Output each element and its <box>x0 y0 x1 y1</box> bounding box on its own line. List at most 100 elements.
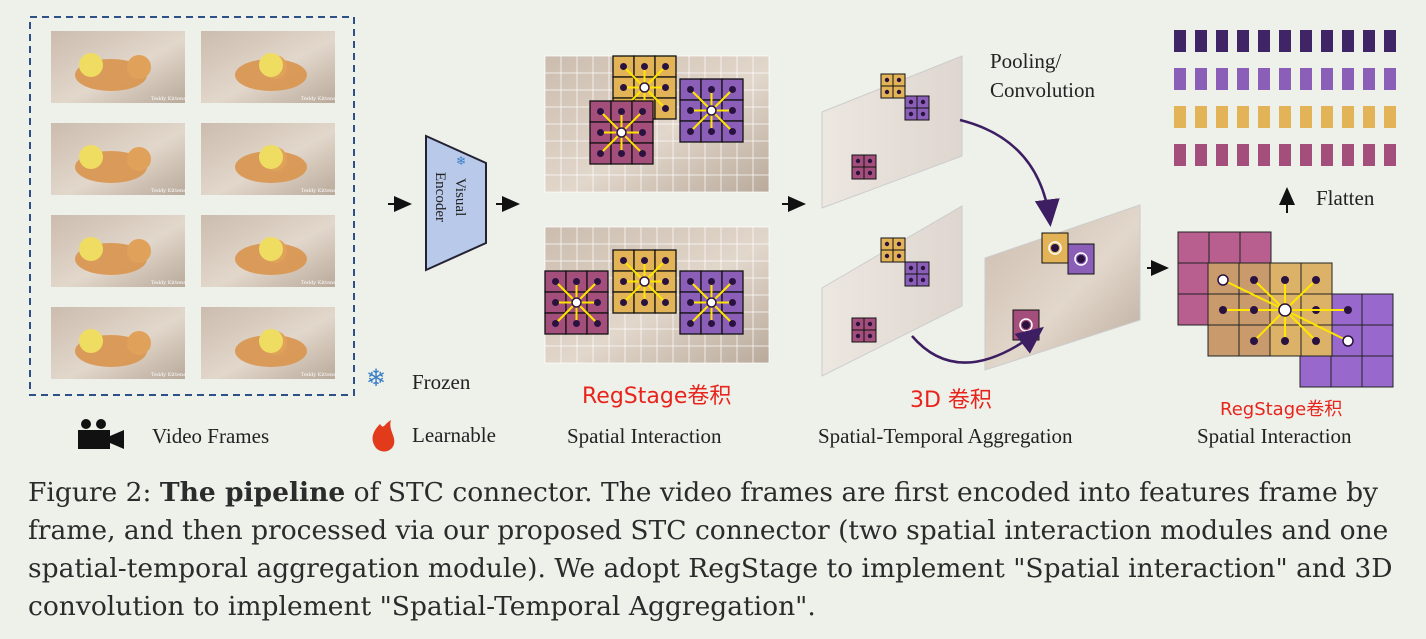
token-bar <box>1174 144 1186 166</box>
regstage-label-1: RegStage卷积 <box>582 384 732 409</box>
token-bar <box>1216 68 1228 90</box>
token-bar <box>1321 68 1333 90</box>
aggregated-token <box>1041 232 1069 264</box>
video-frame: Teddy Kittens <box>201 31 336 103</box>
frame-watermark: Teddy Kittens <box>301 372 336 378</box>
token-bar <box>1300 68 1312 90</box>
token-bar <box>1342 30 1354 52</box>
frame-watermark: Teddy Kittens <box>301 188 336 194</box>
token-bar <box>1279 106 1291 128</box>
camera-icon <box>78 419 124 449</box>
spatial-interaction-1 <box>544 55 770 364</box>
interaction-line <box>1284 309 1317 342</box>
token-bar <box>1174 106 1186 128</box>
spatial-interaction-label-1: Spatial Interaction <box>567 424 722 448</box>
token-dot <box>1344 306 1352 314</box>
token-dot <box>1250 306 1258 314</box>
si2-cell <box>1177 262 1210 295</box>
token-bar <box>1363 106 1375 128</box>
caption-prefix: Figure 2: <box>28 477 160 508</box>
token-bar <box>1174 30 1186 52</box>
token-dot <box>1281 276 1289 284</box>
token-bar <box>1258 30 1270 52</box>
token-bar <box>1216 30 1228 52</box>
token-bar <box>1237 106 1249 128</box>
learnable-label: Learnable <box>412 423 496 447</box>
video-frame: Teddy Kittens <box>51 215 186 287</box>
token-bar <box>1321 144 1333 166</box>
caption-text: of STC connector. The video frames are f… <box>28 477 1393 622</box>
si2-cell <box>1208 231 1241 264</box>
si2-cell <box>1207 324 1240 357</box>
flatten-label: Flatten <box>1316 186 1375 210</box>
video-frame: Teddy Kittens <box>51 123 186 195</box>
pooling-tile <box>904 95 930 121</box>
interaction-line <box>1253 309 1286 342</box>
frozen-snowflake-icon: ❄ <box>366 364 386 392</box>
token-bar <box>1300 106 1312 128</box>
token-bar <box>1384 144 1396 166</box>
frame-watermark: Teddy Kittens <box>151 96 186 102</box>
pooling-arrow <box>959 118 1060 227</box>
video-frame: Teddy Kittens <box>201 123 336 195</box>
token-bar <box>1237 30 1249 52</box>
center-token <box>1342 335 1354 347</box>
token-bar <box>1279 30 1291 52</box>
encoder-label-2: Encoder <box>432 172 448 222</box>
token-bar <box>1195 144 1207 166</box>
conv3d-arrow <box>911 326 1044 364</box>
pooling-tile <box>851 154 877 180</box>
frame-watermark: Teddy Kittens <box>151 188 186 194</box>
pooling-tile <box>851 317 877 343</box>
token-bar <box>1258 144 1270 166</box>
token-bar <box>1321 30 1333 52</box>
token-dot <box>1219 306 1227 314</box>
token-bar <box>1342 106 1354 128</box>
caption-bold: The pipeline <box>159 477 346 508</box>
frame-watermark: Teddy Kittens <box>151 280 186 286</box>
token-dot <box>1312 337 1320 345</box>
token-dot <box>1250 276 1258 284</box>
center-token <box>1278 303 1292 317</box>
pooling-tile <box>880 237 906 263</box>
si2-cell <box>1361 355 1394 388</box>
aggregated-token <box>1012 309 1040 341</box>
figure-caption: Figure 2: The pipeline of STC connector.… <box>28 474 1418 626</box>
token-bar <box>1363 144 1375 166</box>
si2-cell <box>1239 231 1272 264</box>
interaction-line <box>1284 309 1349 342</box>
si2-cell <box>1330 355 1363 388</box>
token-bar <box>1258 106 1270 128</box>
spatial-interaction-label-2: Spatial Interaction <box>1197 424 1352 448</box>
token-bar <box>1342 68 1354 90</box>
si2-cell <box>1177 293 1210 326</box>
token-bar <box>1279 144 1291 166</box>
snowflake-icon: ❄ <box>456 154 466 168</box>
encoder-label-1: Visual <box>452 178 468 216</box>
token-bar <box>1216 106 1228 128</box>
token-bar <box>1300 30 1312 52</box>
token-bar <box>1195 106 1207 128</box>
interaction-line <box>1222 279 1286 311</box>
regstage-label-2: RegStage卷积 <box>1220 399 1343 420</box>
token-bar <box>1384 30 1396 52</box>
visual-encoder: ❄ Visual Encoder <box>425 134 487 272</box>
token-bar <box>1279 68 1291 90</box>
token-bar <box>1363 68 1375 90</box>
si2-cell <box>1361 293 1394 326</box>
spatial-interaction-2 <box>1177 231 1394 388</box>
video-frames-label: Video Frames <box>152 424 270 448</box>
frame-watermark: Teddy Kittens <box>301 96 336 102</box>
si2-cell <box>1361 324 1394 357</box>
aggregation-panel <box>821 55 1141 377</box>
video-frame: Teddy Kittens <box>51 31 186 103</box>
token-bar <box>1384 106 1396 128</box>
aggregated-token <box>1067 243 1095 275</box>
regstage-block <box>544 270 609 335</box>
flatten-tokens <box>1174 30 1396 166</box>
video-frame: Teddy Kittens <box>201 215 336 287</box>
token-bar <box>1300 144 1312 166</box>
si2-cell <box>1207 262 1240 295</box>
